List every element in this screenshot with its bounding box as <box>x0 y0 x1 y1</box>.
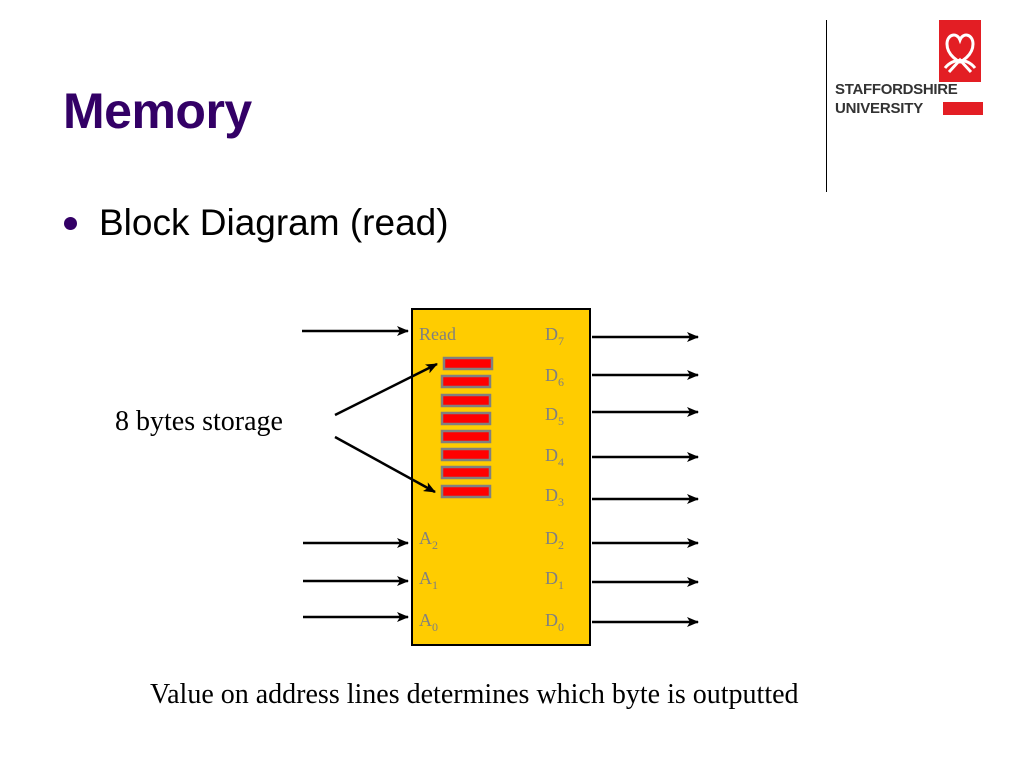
logo-text-line2: UNIVERSITY <box>835 100 924 117</box>
byte-cell <box>440 447 492 462</box>
byte-cell <box>440 465 492 480</box>
bullet-text: Block Diagram (read) <box>99 202 449 243</box>
memory-chip <box>411 308 591 646</box>
read-label: Read <box>419 324 456 344</box>
bullet-dot-icon <box>64 217 77 230</box>
storage-pointer-bottom <box>334 435 436 494</box>
header-divider <box>826 20 827 192</box>
storage-pointer-top <box>334 362 438 417</box>
bullet-item: Block Diagram (read) <box>64 204 449 241</box>
byte-cell <box>440 484 492 499</box>
staffordshire-knot-icon <box>939 20 981 82</box>
data-output-arrows <box>592 332 699 627</box>
logo-red-bar <box>943 102 983 115</box>
byte-cell <box>440 411 492 426</box>
address-input-arrows <box>303 538 409 622</box>
logo-text-line1: STAFFORDSHIRE <box>835 81 958 98</box>
storage-label: 8 bytes storage <box>115 406 283 437</box>
byte-cells <box>440 356 494 499</box>
caption: Value on address lines determines which … <box>150 679 799 710</box>
byte-cell <box>440 393 492 408</box>
byte-cell <box>440 429 492 444</box>
university-logo: STAFFORDSHIRE UNIVERSITY <box>835 20 985 120</box>
byte-cell <box>440 374 492 389</box>
byte-cell <box>442 356 494 371</box>
slide-title: Memory <box>63 83 252 139</box>
